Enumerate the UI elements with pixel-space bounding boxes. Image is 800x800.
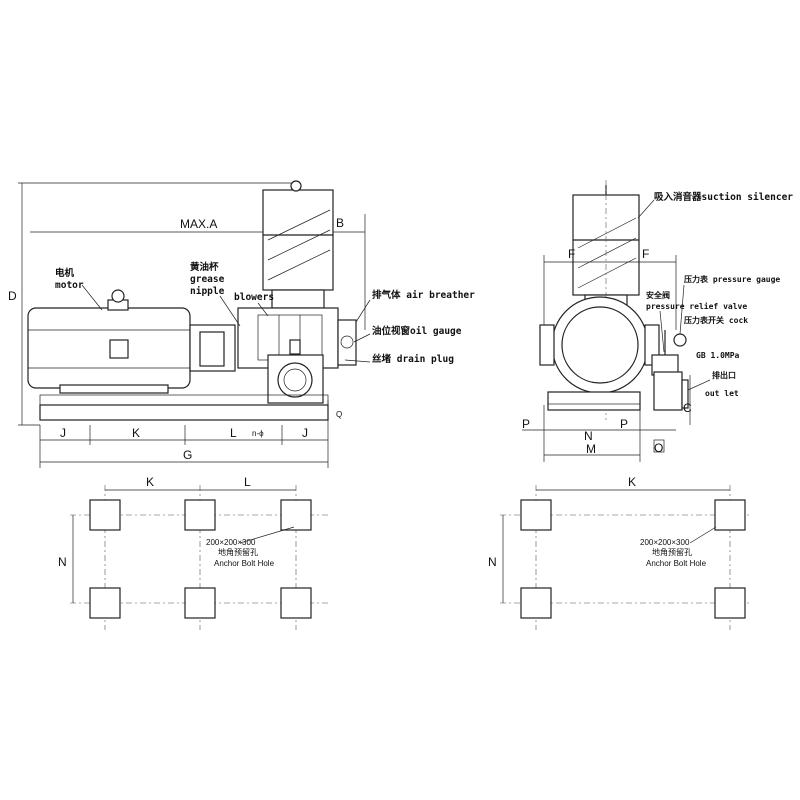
plan-left-dim-l: L [244,475,251,489]
base-frame [39,404,329,421]
dim-f-right: F [642,247,649,261]
dim-d: D [8,289,17,303]
dim-m: M [586,442,596,456]
rotor-housing [551,296,649,394]
motor-body [27,307,191,389]
anchor-hole [520,499,552,531]
label-pressure-gauge: 压力表 pressure gauge [684,274,780,284]
anchor-hole [520,587,552,619]
dim-p-right: P [620,417,628,431]
label-safety-valve-cn: 安全阀 [646,290,670,300]
label-outlet-cn: 排出口 [712,370,736,380]
plan-right-hole-en: Anchor Bolt Hole [646,559,707,568]
dim-o: O [654,441,663,455]
label-gauge-cock: 压力表开关 cock [684,315,748,325]
foundation-plan-right: K N 200×200×300 地角预留孔 Anchor Bolt Hole [488,475,750,630]
label-motor-cn: 电机 [55,267,75,279]
label-grease-en1: grease [190,274,225,285]
label-motor-en: motor [55,280,84,291]
suction-silencer-side [262,189,334,291]
plan-left-dim-n: N [58,555,67,569]
dim-n: N [584,429,593,443]
plan-left-hole-cn: 地角预留孔 [218,547,258,557]
dim-k: K [132,426,140,440]
motor-eye-bolt [111,289,125,303]
label-outlet-en: out let [705,389,739,398]
outlet-flange-side [267,354,324,404]
plan-left-hole-en: Anchor Bolt Hole [214,559,275,568]
label-grease-cn: 黄油杯 [190,261,219,273]
label-suction-silencer: 吸入消音器suction silencer [654,191,793,203]
foundation-plan-left: K L N 200×200×300 地角预留孔 Anchor Bolt Hole [58,475,330,630]
dim-f-left: F [568,247,575,261]
plan-left-size: 200×200×300 [206,538,256,547]
label-blowers: blowers [234,292,274,303]
anchor-hole [714,499,746,531]
dim-n-phi: n-ϕ [252,429,264,438]
label-gb: GB 1.0MPa [696,351,740,360]
side-elevation-view: D MAX.A B [8,180,475,468]
label-air-breather: 排气体 air breather [372,289,475,301]
outlet-pipe [653,371,683,411]
pressure-gauge [673,333,687,347]
plan-left-dim-k: K [146,475,154,489]
anchor-hole [714,587,746,619]
plan-right-size: 200×200×300 [640,538,690,547]
anchor-hole [184,587,216,619]
anchor-hole [184,499,216,531]
dim-max-a: MAX.A [180,217,217,231]
dim-g: G [183,448,192,462]
anchor-hole [89,499,121,531]
anchor-hole [280,499,312,531]
dim-p-left: P [522,417,530,431]
plan-right-dim-k: K [628,475,636,489]
dim-q: Q [336,410,342,419]
dim-j-right: J [302,426,308,440]
dim-l: L [230,426,237,440]
label-pressure-relief: pressure relief valve [646,301,747,311]
plan-right-dim-n: N [488,555,497,569]
anchor-hole [89,587,121,619]
anchor-hole [280,587,312,619]
dim-j-left: J [60,426,66,440]
label-drain-plug: 丝堵 drain plug [372,353,454,365]
dim-c: C [683,401,692,415]
label-grease-en2: nipple [190,286,225,297]
dim-b: B [336,216,344,230]
plan-right-hole-cn: 地角预留孔 [652,547,692,557]
label-oil-gauge: 油位视窗oil gauge [372,325,462,337]
end-elevation-view: F F P N P M O C 吸入消音器suction silencer 压力… [522,180,793,462]
